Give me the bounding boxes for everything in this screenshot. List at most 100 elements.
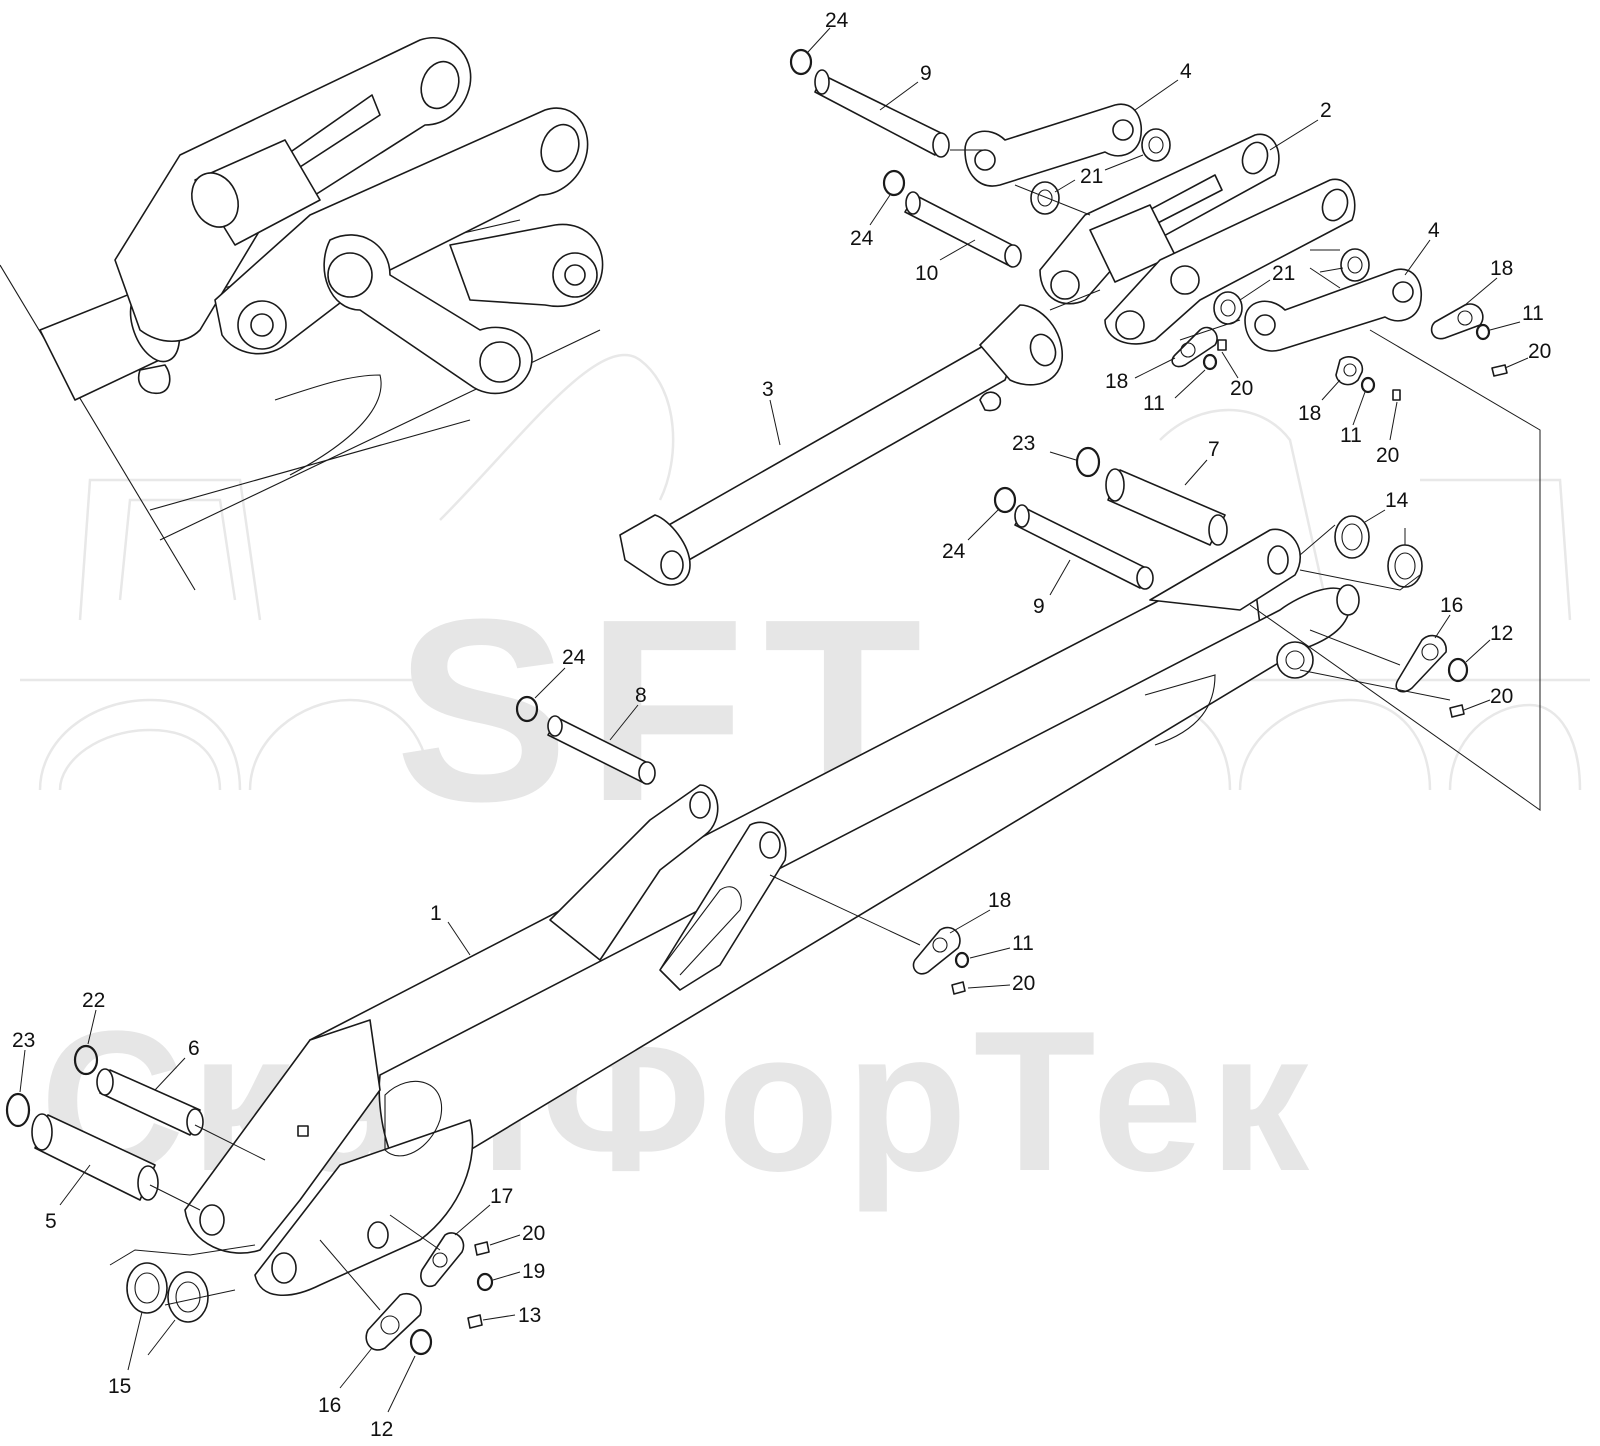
pin-7 bbox=[1107, 469, 1226, 546]
retaining-ring-22 bbox=[73, 1044, 99, 1076]
callout-19: 19 bbox=[522, 1260, 545, 1283]
assembled-bellcrank-pin bbox=[250, 313, 274, 337]
bellcrank-2-right-hole bbox=[1321, 188, 1349, 222]
washer-14-b bbox=[1387, 544, 1423, 588]
lock-plate-16-base-hole bbox=[380, 1315, 400, 1335]
assembled-bellcrank-right bbox=[214, 107, 589, 355]
callout-11-right: 11 bbox=[1522, 302, 1544, 325]
callout-3: 3 bbox=[762, 378, 774, 401]
boom-side-plate-right bbox=[378, 587, 1351, 1182]
callout-1: 1 bbox=[430, 902, 442, 925]
pin-6-end bbox=[96, 1068, 114, 1096]
callout-20-base: 20 bbox=[522, 1222, 545, 1245]
upper-link-assembly bbox=[789, 48, 1508, 401]
bolt-20-right bbox=[1491, 364, 1508, 377]
callout-21-lower: 21 bbox=[1272, 262, 1295, 285]
callout-16-base: 16 bbox=[318, 1394, 341, 1417]
boom-fork-upper bbox=[1149, 528, 1301, 611]
retaining-ring-24-low bbox=[515, 695, 539, 723]
boom-fork-upper-hole bbox=[1267, 545, 1289, 575]
leader-c21b bbox=[1239, 267, 1344, 301]
leader-c11b bbox=[1174, 369, 1206, 399]
assembled-link-upper-hub bbox=[327, 252, 373, 298]
callout-10: 10 bbox=[915, 262, 938, 285]
washer-14-b-hole bbox=[1394, 552, 1416, 580]
guide-line-pin-4 bbox=[1309, 249, 1341, 289]
pin-7-tail bbox=[1208, 514, 1228, 546]
leader-c19 bbox=[492, 1271, 521, 1281]
link-4-lower bbox=[1244, 268, 1422, 352]
leader-c1 bbox=[447, 921, 471, 956]
retaining-ring-24-top bbox=[789, 48, 813, 76]
leader-c20e bbox=[967, 984, 1011, 989]
lock-plate-16-right bbox=[1395, 634, 1447, 693]
boom-base-hole-upper bbox=[199, 1204, 225, 1236]
callout-22: 22 bbox=[82, 989, 105, 1012]
bellcrank-2-lower-hub bbox=[1115, 310, 1145, 340]
boom-base-box bbox=[184, 1019, 381, 1254]
pin-10 bbox=[904, 194, 1019, 266]
leader-c7 bbox=[1184, 459, 1208, 486]
callout-24-top: 24 bbox=[825, 9, 849, 32]
link-4-upper-hole-b bbox=[1112, 119, 1134, 141]
leader-c8 bbox=[609, 704, 639, 741]
lock-plate-18-boom-hole bbox=[932, 937, 948, 953]
leader-c20a bbox=[1504, 357, 1529, 369]
pin-9-top-end bbox=[814, 69, 830, 95]
guide-line-boom-pin bbox=[769, 874, 921, 946]
callout-6: 6 bbox=[188, 1037, 200, 1060]
pin-10-tail bbox=[1004, 244, 1022, 268]
ring-12-base bbox=[409, 1328, 433, 1356]
leader-c18c bbox=[1321, 379, 1341, 401]
callout-20-right: 20 bbox=[1528, 340, 1551, 363]
bellcrank-2-right-plate bbox=[1104, 178, 1356, 345]
bellcrank-2-top-hole bbox=[1241, 141, 1269, 175]
callout-9-mid: 9 bbox=[1033, 595, 1045, 618]
leader-c5 bbox=[59, 1164, 91, 1206]
boom-fork-lower-hole bbox=[1336, 584, 1360, 616]
guide-line-top-right bbox=[1249, 329, 1541, 811]
assembled-bellcrank-right-hole bbox=[540, 123, 580, 173]
leader-c14 bbox=[1364, 509, 1406, 545]
callout-12-right: 12 bbox=[1490, 622, 1513, 645]
callout-21-top: 21 bbox=[1080, 165, 1103, 188]
boom-tip-bushing-inner bbox=[1285, 650, 1305, 670]
guide-line-pin-axis-top bbox=[950, 149, 1091, 216]
callout-20-low: 20 bbox=[1376, 444, 1399, 467]
pin-8-tail bbox=[638, 761, 656, 785]
leader-c16a bbox=[1434, 614, 1451, 639]
watermark: SFT СканФорТек bbox=[20, 353, 1590, 1213]
leader-c17 bbox=[454, 1204, 491, 1236]
cylinder-port bbox=[979, 391, 1002, 412]
leader-c15 bbox=[127, 1311, 176, 1371]
cylinder-barrel bbox=[659, 343, 1008, 566]
leader-c12a bbox=[1465, 639, 1491, 663]
retaining-ring-24-mid2 bbox=[993, 486, 1017, 514]
leader-c3 bbox=[769, 399, 781, 446]
callout-8: 8 bbox=[635, 684, 647, 707]
pin-8-end bbox=[547, 715, 563, 737]
pin-9-mid bbox=[1014, 507, 1151, 589]
watermark-loader-outline-left bbox=[20, 353, 675, 791]
boom-center-slot bbox=[659, 886, 742, 976]
callout-18-right: 18 bbox=[1490, 257, 1513, 280]
pin-9-mid-tail bbox=[1136, 566, 1154, 590]
washer-15-a-hole bbox=[134, 1272, 160, 1304]
leader-c22 bbox=[87, 1009, 97, 1045]
boom-slot-right bbox=[1144, 674, 1216, 746]
assembled-cross-tube-end bbox=[191, 172, 239, 228]
assembled-boom-edge bbox=[0, 264, 196, 591]
boom-mount-bracket bbox=[549, 784, 719, 961]
leader-c24b bbox=[869, 194, 891, 226]
lock-plate-18-low bbox=[1335, 356, 1364, 386]
leader-c9b bbox=[1049, 559, 1071, 596]
assembled-cylinder-lug bbox=[138, 364, 171, 395]
callout-16-right: 16 bbox=[1440, 594, 1463, 617]
callout-18-low: 18 bbox=[1298, 402, 1321, 425]
middle-pins bbox=[515, 446, 1469, 785]
lock-plate-18-mid-hole bbox=[1180, 342, 1196, 358]
leader-c23a bbox=[1049, 451, 1077, 461]
leader-c11a bbox=[1489, 321, 1521, 331]
washer-14-a bbox=[1334, 515, 1370, 559]
